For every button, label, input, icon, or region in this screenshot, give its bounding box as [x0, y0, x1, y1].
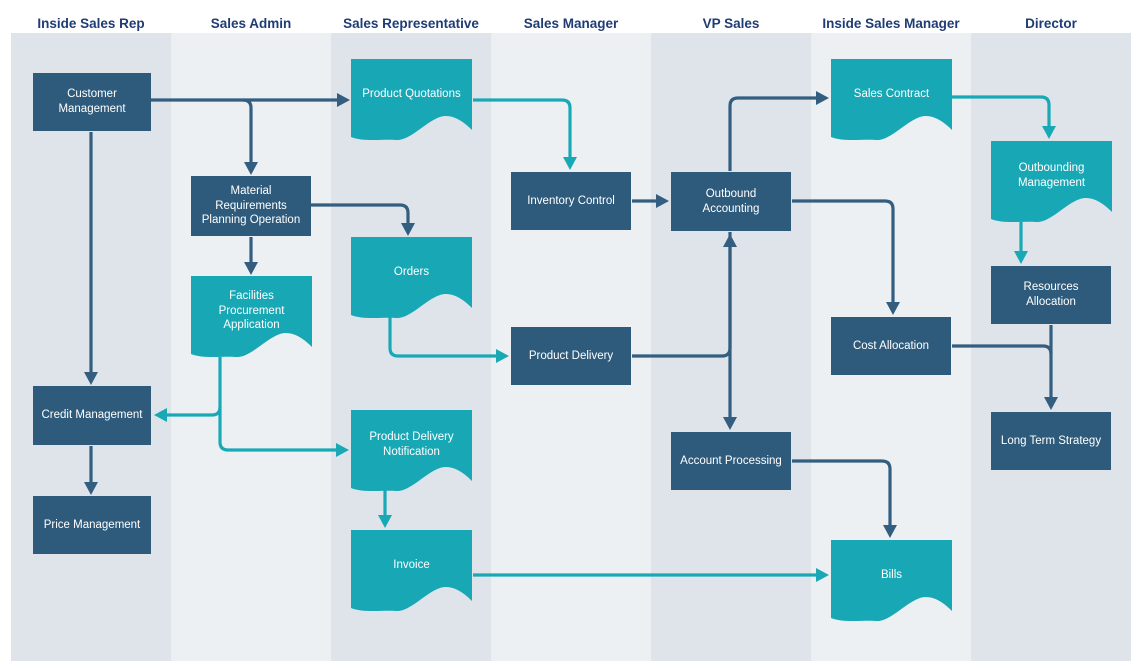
lane-vp-sales: [651, 33, 811, 661]
node-orders[interactable]: Orders: [351, 237, 472, 321]
lane-header-inside-sales-manager: Inside Sales Manager: [822, 15, 960, 31]
document-shape: [831, 540, 952, 622]
node-product-quotations[interactable]: Product Quotations: [351, 59, 472, 143]
node-sales-contract[interactable]: Sales Contract: [831, 59, 952, 143]
node-label: Outbounding Management: [1017, 162, 1086, 189]
node-label: Outbound Accounting: [702, 187, 760, 215]
document-shape: [831, 59, 952, 141]
node-label: Bills: [880, 568, 903, 581]
lane-header-inside-sales-rep: Inside Sales Rep: [37, 15, 145, 31]
node-outbound-accounting[interactable]: Outbound Accounting: [671, 172, 791, 231]
node-cost-allocation[interactable]: Cost Allocation: [831, 317, 951, 375]
document-shape: [351, 237, 472, 319]
lane-header-director: Director: [1025, 15, 1077, 31]
document-shape: [351, 59, 472, 141]
node-account-processing[interactable]: Account Processing: [671, 432, 791, 490]
lane-director: [971, 33, 1131, 661]
node-credit-management[interactable]: Credit Management: [33, 386, 151, 445]
node-material-requirements-planning-operation[interactable]: Material Requirements Planning Operation: [191, 176, 311, 236]
node-label: Price Management: [43, 518, 141, 531]
node-label: Credit Management: [41, 409, 143, 422]
node-label: Resources Allocation: [1023, 281, 1079, 308]
node-label: Facilities Procurement Application: [218, 289, 285, 332]
node-price-management[interactable]: Price Management: [33, 496, 151, 554]
node-label: Sales Contract: [853, 87, 930, 100]
lane-header-sales-admin: Sales Admin: [210, 15, 292, 31]
node-label: Product Quotations: [362, 87, 461, 100]
node-label: Cost Allocation: [852, 339, 930, 352]
node-product-delivery-notification[interactable]: Product Delivery Notification: [351, 410, 472, 494]
node-label: Customer Management: [58, 88, 126, 115]
document-shape: [351, 410, 472, 492]
node-customer-management[interactable]: Customer Management: [33, 73, 151, 131]
node-long-term-strategy[interactable]: Long Term Strategy: [991, 412, 1111, 470]
node-product-delivery[interactable]: Product Delivery: [511, 327, 631, 385]
node-resources-allocation[interactable]: Resources Allocation: [991, 266, 1111, 324]
lane-header-vp-sales: VP Sales: [702, 15, 760, 31]
node-facilities-procurement-application[interactable]: Facilities Procurement Application: [191, 276, 312, 360]
document-shape: [191, 276, 312, 358]
document-shape: [991, 141, 1112, 223]
node-label: Long Term Strategy: [1000, 434, 1102, 447]
lane-header-sales-manager: Sales Manager: [523, 15, 619, 31]
node-outbounding-management[interactable]: Outbounding Management: [991, 141, 1112, 225]
node-label: Orders: [393, 265, 430, 278]
node-label: Product Delivery: [528, 349, 614, 362]
node-invoice[interactable]: Invoice: [351, 530, 472, 614]
node-label: Account Processing: [680, 454, 782, 467]
lane-header-sales-representative: Sales Representative: [343, 15, 479, 31]
node-bills[interactable]: Bills: [831, 540, 952, 624]
node-label: Invoice: [393, 558, 430, 571]
node-label: Product Delivery Notification: [369, 431, 454, 458]
node-label: Material Requirements Planning Operation: [201, 184, 301, 227]
node-inventory-control[interactable]: Inventory Control: [511, 172, 631, 230]
node-label: Inventory Control: [527, 194, 615, 207]
document-shape: [351, 530, 472, 612]
